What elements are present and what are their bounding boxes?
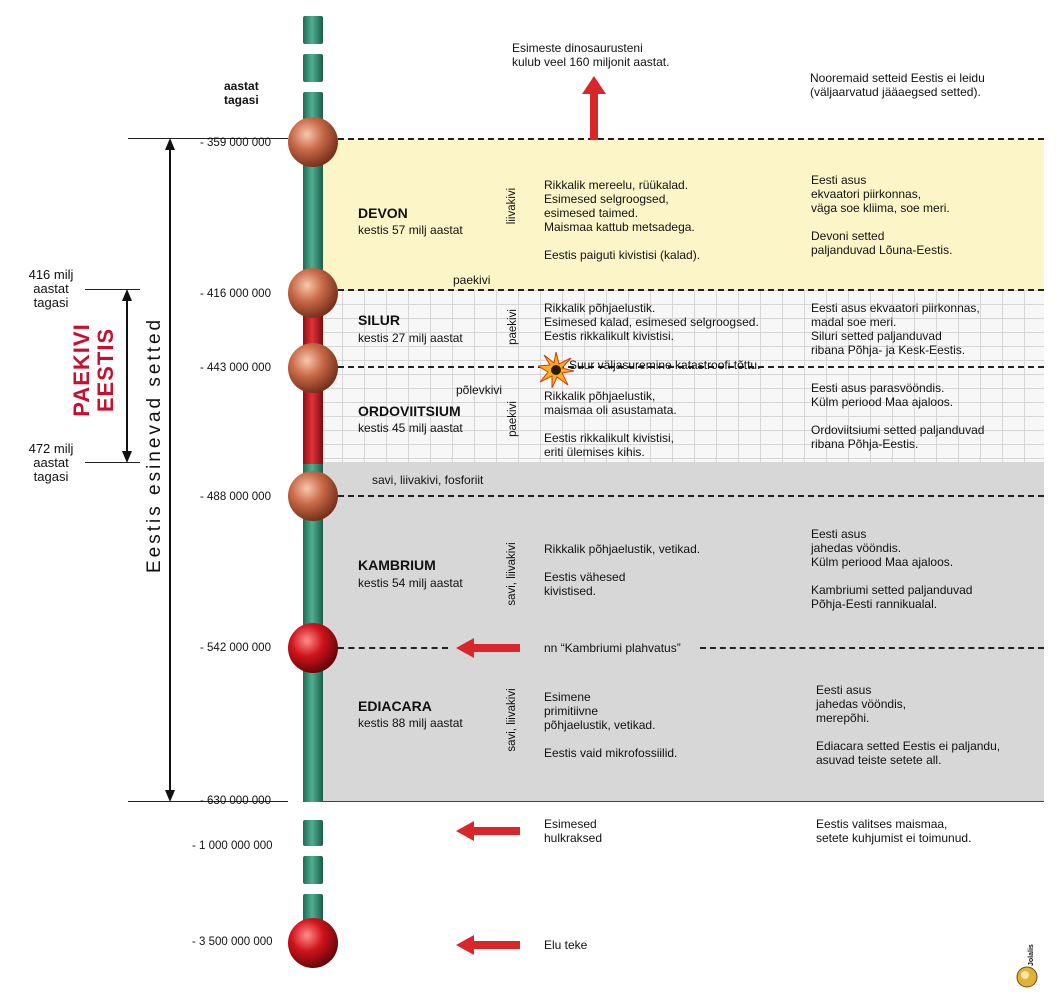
explosion-icon — [538, 352, 574, 388]
devon-estonia: Eesti asus ekvaatori piirkonnas, väga so… — [811, 173, 953, 257]
kambrium-life: Rikkalik põhjaelustik, vetikad. Eestis v… — [544, 542, 701, 598]
left-arrow-icon — [456, 935, 520, 955]
tick-line-359 — [128, 138, 288, 139]
tick-359: - 359 000 000 — [200, 137, 271, 149]
paekivi-range-arrow — [122, 289, 132, 463]
paekivi-eestis-label: PAEKIVI EESTIS — [69, 323, 118, 417]
axis-header: aastat tagasi — [224, 79, 259, 107]
timeline-pillar — [288, 16, 338, 968]
ordoviitsium-extra-rock: põlevkivi — [456, 383, 503, 397]
kambrium-estonia: Eesti asus jahedas vööndis. Külm periood… — [811, 527, 973, 611]
devon-life: Rikkalik mereelu, rüükalad. Esimesed sel… — [544, 178, 701, 262]
ediacara-duration: kestis 88 milj aastat — [358, 716, 463, 730]
publisher-logo-text: Jolalis — [1028, 944, 1035, 966]
boundary-630 — [320, 801, 1044, 802]
ediacara-estonia: Eesti asus jahedas vööndis, merepõhi. Ed… — [816, 683, 1001, 767]
boundary-359 — [338, 138, 1044, 140]
tick-line-630 — [128, 801, 288, 802]
silur-life: Rikkalik põhjaelustik. Esimesed kalad, e… — [544, 301, 759, 343]
kambrium-rock: savi, liivakivi — [506, 542, 518, 606]
ordoviitsium-life: Rikkalik põhjaelustik, maismaa oli asust… — [544, 389, 677, 459]
dinosaur-note: Esimeste dinosaurusteni kulub veel 160 m… — [512, 41, 670, 69]
devon-bottom-rock: paekivi — [453, 273, 491, 287]
devon-band — [320, 139, 1044, 290]
cambrian-explosion-note: nn “Kambriumi plahvatus” — [544, 641, 681, 655]
silur-ordoviitsium-band — [320, 290, 1044, 462]
ediacara-rock: savi, liivakivi — [506, 688, 518, 752]
tick-1000m: - 1 000 000 000 — [192, 840, 273, 852]
life-origin-note: Elu teke — [544, 938, 588, 952]
ediacara-life: Esimene primitiivne põhjaelustik, vetika… — [544, 690, 678, 760]
kambrium-ediacara-band — [320, 462, 1044, 802]
boundary-488 — [338, 495, 1044, 497]
silur-estonia: Eesti asus ekvaatori piirkonnas, madal s… — [811, 301, 980, 357]
devon-name: DEVON — [358, 205, 408, 221]
boundary-443 — [338, 366, 1044, 368]
ordoviitsium-estonia: Eesti asus parasvööndis. Külm periood Ma… — [811, 381, 985, 451]
kambrium-duration: kestis 54 milj aastat — [358, 576, 463, 590]
tick-488: - 488 000 000 — [200, 491, 271, 503]
extinction-note: Suur väljasuremine katastroofi tõttu. — [569, 358, 761, 372]
silur-name: SILUR — [358, 312, 400, 328]
boundary-542-right — [700, 647, 1044, 649]
tick-line-416 — [85, 289, 140, 290]
eestis-range-arrow — [165, 138, 175, 802]
tick-542: - 542 000 000 — [200, 642, 271, 654]
ediacara-name: EDIACARA — [358, 698, 432, 714]
tick-line-472 — [85, 462, 140, 463]
tick-3500m: - 3 500 000 000 — [192, 936, 273, 948]
boundary-416 — [338, 289, 1044, 291]
left-arrow-icon — [456, 821, 520, 841]
publisher-logo-icon — [1016, 966, 1038, 988]
multicellular-estonia-note: Eestis valitses maismaa, setete kuhjumis… — [816, 817, 972, 845]
tick-630: - 630 000 000 — [200, 795, 271, 807]
up-arrow-icon — [582, 76, 606, 140]
label-472-milj: 472 milj aastat tagasi — [28, 441, 74, 484]
silur-duration: kestis 27 milj aastat — [358, 331, 463, 345]
silur-rock: paekivi — [507, 309, 519, 345]
ordoviitsium-name: ORDOVIITSIUM — [358, 403, 461, 419]
boundary-542 — [338, 647, 448, 649]
left-arrow-icon — [456, 638, 520, 658]
eestis-esinevad-setted-label: Eestis esinevad setted — [144, 316, 165, 573]
ordoviitsium-duration: kestis 45 milj aastat — [358, 421, 463, 435]
kambrium-name: KAMBRIUM — [358, 557, 436, 573]
tick-443: - 443 000 000 — [200, 362, 271, 374]
ordoviitsium-bottom-rock: savi, liivakivi, fosforiit — [372, 473, 484, 487]
devon-rock: liivakivi — [506, 187, 518, 225]
tick-416: - 416 000 000 — [200, 288, 271, 300]
younger-sediments-note: Nooremaid setteid Eestis ei leidu (välja… — [810, 71, 985, 99]
devon-duration: kestis 57 milj aastat — [358, 223, 463, 237]
label-416-milj: 416 milj aastat tagasi — [28, 267, 74, 310]
ordoviitsium-rock: paekivi — [507, 401, 519, 437]
first-multicellular-note: Esimesed hulkraksed — [544, 817, 603, 845]
